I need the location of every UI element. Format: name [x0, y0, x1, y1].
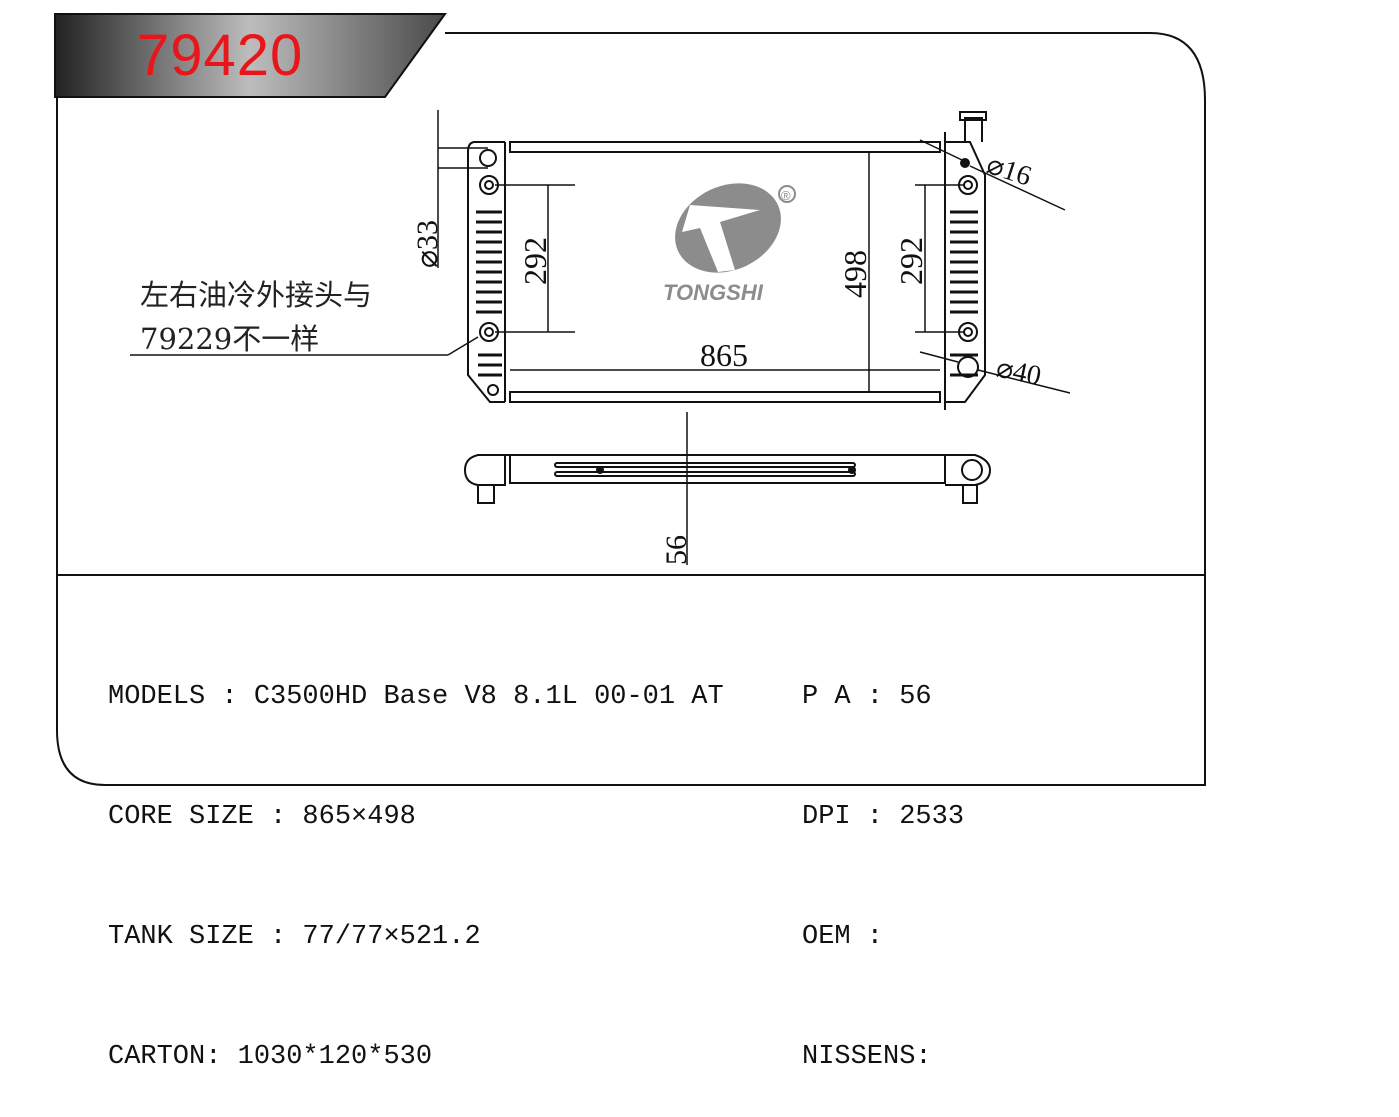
tank-fins — [476, 210, 978, 377]
specs-left: MODELS : C3500HD Base V8 8.1L 00-01 AT C… — [108, 597, 724, 1117]
dim-left-oil-spacing: 292 — [517, 237, 553, 285]
dim-outlet-diameter: ⌀40 — [994, 353, 1044, 393]
dimension-lines — [130, 110, 1071, 565]
tongshi-logo: ® TONGSHI — [663, 183, 796, 305]
dim-core-width: 865 — [700, 337, 748, 373]
dim-oil-fitting-diameter: ⌀33 — [411, 220, 444, 268]
spec-carton: CARTON: 1030*120*530 — [108, 1042, 433, 1072]
dim-right-oil-spacing: 292 — [893, 237, 929, 285]
spec-pa: P A : 56 — [802, 682, 932, 712]
part-number-title: 79420 — [137, 23, 304, 88]
spec-tank-size: TANK SIZE : 77/77×521.2 — [108, 922, 481, 952]
dim-thickness: 56 — [660, 535, 693, 565]
logo-brand: TONGSHI — [663, 280, 764, 305]
specs-right: P A : 56 DPI : 2533 OEM : NISSENS: — [802, 597, 964, 1117]
note-line-1: 左右油冷外接头与 — [140, 278, 373, 312]
registered-mark: ® — [781, 188, 791, 203]
spec-sheet-drawing: ⌀33 292 292 498 865 ⌀16 ⌀40 56 ® TONGSHI — [54, 13, 1206, 786]
title-banner — [54, 13, 447, 98]
spec-models: MODELS : C3500HD Base V8 8.1L 00-01 AT — [108, 682, 724, 712]
spec-nissens: NISSENS: — [802, 1042, 932, 1072]
dim-inlet-diameter: ⌀16 — [983, 149, 1035, 192]
spec-core-size: CORE SIZE : 865×498 — [108, 802, 416, 832]
radiator-front-view — [467, 111, 987, 410]
sheet-frame — [56, 32, 1206, 786]
spec-dpi: DPI : 2533 — [802, 802, 965, 832]
note-line-2: 79229不一样 — [140, 322, 320, 356]
spec-oem: OEM : — [802, 922, 884, 952]
dim-core-height: 498 — [837, 250, 873, 298]
radiator-side-view — [463, 454, 992, 504]
